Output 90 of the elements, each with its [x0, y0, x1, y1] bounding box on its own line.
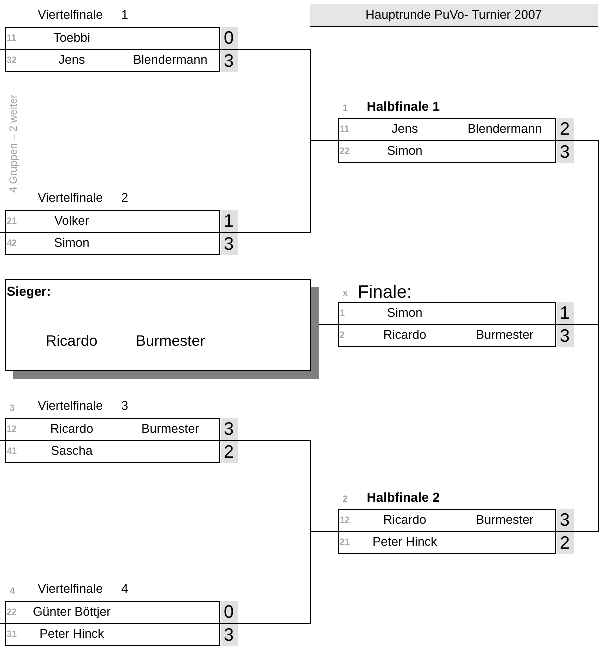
player-row	[338, 118, 556, 141]
score-cell: 0	[221, 27, 238, 49]
seed-number: 11	[6, 33, 17, 44]
player-name: Ricardo	[50, 422, 94, 437]
match-group	[0, 8, 238, 72]
round-heading: Viertelfinale 4	[38, 582, 129, 597]
score-cell: 0	[221, 601, 238, 623]
player-row	[338, 324, 556, 347]
seed-number: 2	[339, 330, 346, 341]
score-cell: 2	[557, 532, 574, 554]
bracket-line	[238, 140, 338, 233]
side-note: 4 Gruppen – 2 weiter	[8, 94, 20, 194]
player-row	[5, 601, 220, 624]
round-heading: Finale:	[358, 283, 412, 301]
seed-number: 11	[339, 124, 350, 135]
player-surname: Blendermann	[133, 53, 208, 68]
bracket-line	[238, 531, 338, 624]
player-name: Simon	[54, 236, 90, 251]
seed-number: 22	[339, 146, 350, 157]
winner-heading: Sieger:	[7, 284, 52, 299]
player-surname: Burmester	[142, 422, 200, 437]
player-name: Simon	[387, 306, 423, 321]
player-name: Toebbi	[54, 31, 90, 46]
player-row	[338, 140, 556, 163]
match-group	[0, 399, 238, 463]
player-row	[5, 49, 220, 72]
score-cell: 1	[557, 302, 574, 324]
seed-number: 32	[6, 55, 18, 66]
match-number: 4	[10, 586, 16, 596]
round-heading: Viertelfinale 1	[38, 8, 129, 23]
score-cell: 3	[221, 624, 238, 646]
bracket-line	[574, 140, 599, 325]
player-name: Peter Hinck	[372, 535, 438, 550]
player-row	[5, 418, 220, 441]
score-cell: 3	[557, 325, 574, 347]
match-number: x	[343, 288, 348, 298]
bracket-line	[574, 324, 599, 532]
round-heading: Viertelfinale 2	[38, 191, 129, 206]
seed-number: 41	[6, 446, 18, 457]
round-heading: Halbfinale 1	[367, 99, 440, 114]
player-name: Volker	[54, 214, 90, 229]
match-group	[338, 99, 574, 163]
score-cell: 3	[557, 141, 574, 163]
player-surname: Burmester	[476, 328, 534, 343]
player-surname: Burmester	[476, 513, 534, 528]
player-name: Peter Hinck	[40, 627, 104, 642]
score-cell: 1	[221, 210, 238, 232]
score-cell: 3	[221, 418, 238, 440]
match-group	[0, 191, 238, 255]
score-cell: 2	[221, 441, 238, 463]
winner-surname: Burmester	[136, 333, 206, 350]
player-name: Jens	[58, 53, 86, 68]
seed-number: 31	[6, 629, 18, 640]
match-group	[0, 582, 238, 646]
score-cell: 3	[221, 50, 238, 72]
player-row	[5, 232, 220, 255]
player-name: Simon	[387, 144, 423, 159]
player-name: Günter Böttjer	[33, 605, 111, 620]
player-row	[5, 623, 220, 646]
winner-name: Ricardo	[46, 333, 98, 350]
seed-number: 12	[6, 424, 18, 435]
player-row	[338, 509, 556, 532]
player-surname: Blendermann	[468, 122, 542, 137]
player-name: Ricardo	[383, 328, 427, 343]
player-row	[5, 210, 220, 233]
player-row	[5, 27, 220, 50]
match-group	[338, 490, 574, 554]
match-group	[338, 283, 574, 347]
player-name: Ricardo	[383, 513, 427, 528]
seed-number: 1	[339, 308, 346, 319]
seed-number: 21	[6, 216, 18, 227]
page-title: Hauptrunde PuVo- Turnier 2007	[310, 4, 598, 27]
player-row	[5, 440, 220, 463]
player-row	[338, 302, 556, 325]
player-name: Jens	[392, 122, 418, 137]
match-number: 1	[343, 103, 348, 113]
player-name: Sascha	[51, 444, 93, 459]
seed-number: 12	[339, 515, 350, 526]
seed-number: 42	[6, 238, 18, 249]
match-number: 2	[343, 494, 348, 504]
score-cell: 3	[557, 509, 574, 531]
score-cell: 3	[221, 233, 238, 255]
player-row	[338, 531, 556, 554]
seed-number: 21	[339, 537, 350, 548]
score-cell: 2	[557, 118, 574, 140]
round-heading: Viertelfinale 3	[38, 399, 129, 414]
seed-number: 22	[6, 607, 18, 618]
round-heading: Halbfinale 2	[367, 490, 440, 505]
winner-box	[5, 279, 311, 371]
match-number: 3	[10, 403, 16, 413]
